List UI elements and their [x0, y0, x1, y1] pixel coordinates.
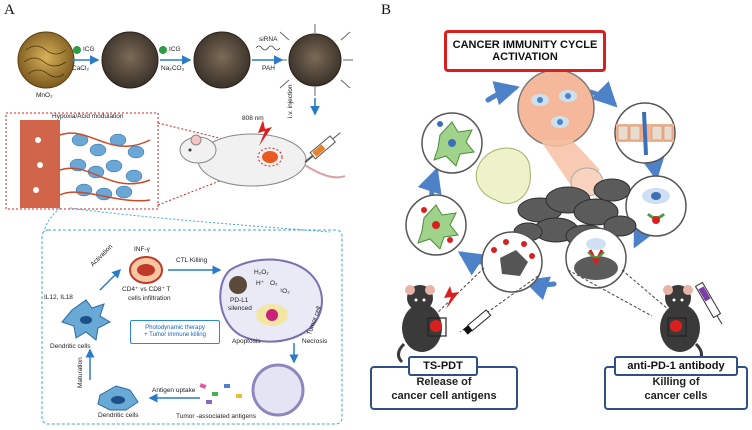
h2o2-label: H₂O₂ — [254, 269, 269, 276]
icg-particle-1 — [101, 31, 159, 89]
pah-label: PAH — [262, 65, 275, 72]
icg-particle-2 — [193, 31, 251, 89]
right-mouse — [660, 285, 703, 364]
left-laser-icon — [444, 286, 459, 309]
tumor-cell — [219, 258, 324, 343]
apoptosis-label: Apoptosis — [232, 338, 261, 345]
ts-pdt-text-2: cancer cell antigens — [391, 390, 497, 402]
dendritic-label-2: Dendritic cells — [98, 412, 139, 419]
dendritic-cell-bottom — [97, 385, 139, 411]
icg-label-2: ICG — [169, 46, 181, 53]
antigen-uptake-label: Antigen uptake — [152, 387, 196, 394]
singlet-oxygen-label: ¹O₂ — [280, 288, 290, 295]
icg-label-1: ICG — [83, 46, 95, 53]
dendritic-label-1: Dendritic cells — [50, 343, 91, 350]
tumor-antigens-label: Tumor -associated antigens — [176, 413, 256, 420]
left-mouse — [397, 285, 447, 364]
panel-a-label: A — [4, 2, 15, 18]
h-label: H⁺ — [256, 280, 265, 287]
ctl-label: CTL Killing — [176, 257, 208, 264]
mouse-illustration — [179, 133, 346, 187]
cacl2-label: CaCl₂ — [72, 65, 89, 72]
pdt-note: Photodynamic therapy + Tumor immune kill… — [130, 320, 220, 344]
mno2-label: MnO₂ — [36, 92, 53, 99]
immune-cycle-box — [41, 229, 343, 425]
antibody-syringe-icon — [694, 281, 723, 325]
lymph-node-circle — [517, 69, 595, 147]
antigen-fragments — [199, 383, 242, 404]
necrotic-cell — [251, 363, 305, 417]
hypoxia-label: Hypoxia/Acid modulation — [52, 113, 124, 120]
anti-pd1-text-2: cancer cells — [644, 390, 708, 402]
tcell-circle — [625, 175, 687, 237]
syringe-icon — [304, 132, 341, 163]
anti-pd1-text-1: Killing of — [652, 376, 700, 388]
cd-label-1: CD4⁺ vs CD8⁺ T — [122, 286, 171, 293]
ts-pdt-text-1: Release of — [416, 376, 472, 388]
necrosis-label: Necrosis — [302, 338, 328, 345]
inf-label: INF-γ — [134, 246, 150, 253]
laser-probe-icon — [463, 309, 492, 335]
anti-pd1-heading: anti-PD-1 antibody — [614, 356, 738, 376]
o2-label: O₂ — [270, 280, 278, 287]
il-label: IL12, IL18 — [44, 294, 73, 301]
laser-label: 808 nm — [242, 115, 264, 122]
panel-b-label: B — [381, 2, 392, 18]
lymph-node-shape — [475, 147, 531, 204]
cd-label-2: cells infiltration — [128, 295, 171, 302]
pdl1-label-2: silenced — [228, 305, 252, 312]
cycle-title-line1: CANCER IMMUNITY CYCLE — [452, 39, 598, 51]
sirna-label: siRNA — [259, 36, 278, 43]
ts-pdt-heading: TS-PDT — [408, 356, 478, 376]
na2co3-label: Na₂CO₃ — [161, 65, 185, 72]
cycle-title-box: CANCER IMMUNITY CYCLE ACTIVATION — [444, 30, 606, 72]
pdl1-label-1: PD-L1 — [230, 297, 249, 304]
dendritic-cell-top — [61, 299, 112, 341]
laser-bolt-icon — [258, 120, 272, 146]
cycle-title-line2: ACTIVATION — [492, 51, 558, 63]
